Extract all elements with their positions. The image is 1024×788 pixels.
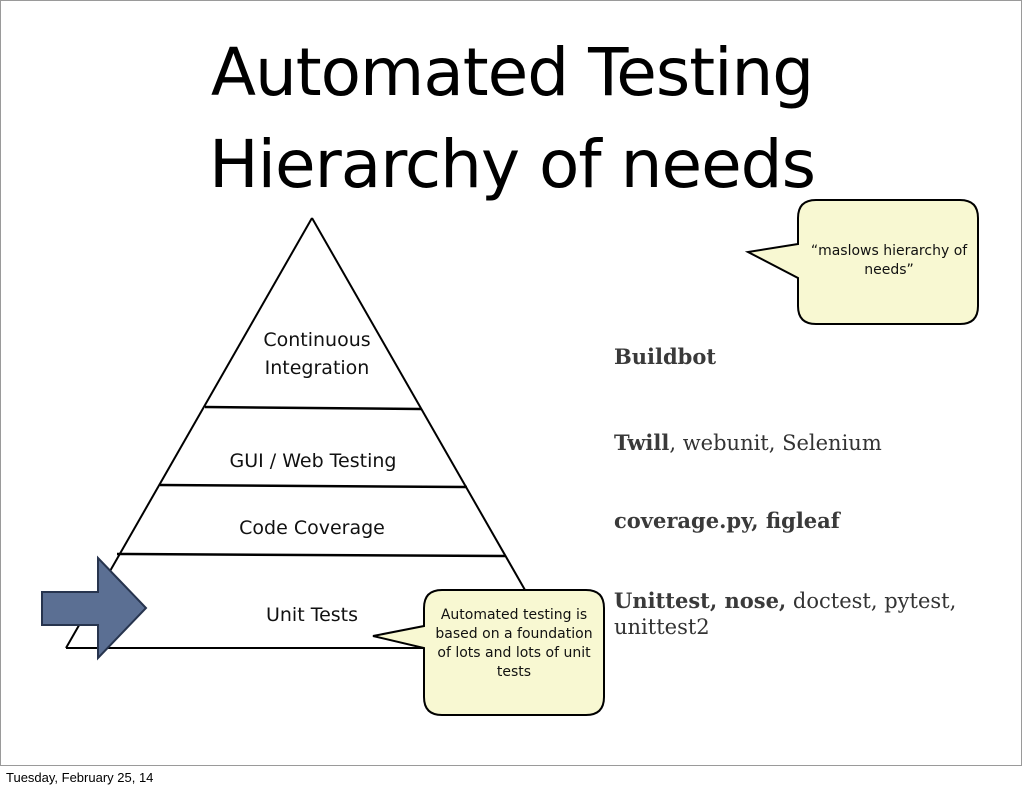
foundation-speech-bubble <box>372 589 605 716</box>
layer-label-gui: GUI / Web Testing <box>230 450 397 472</box>
pyramid-right-edge <box>311 217 526 591</box>
slide-title-line2: Hierarchy of needs <box>209 126 816 203</box>
layer-divider-1 <box>204 405 422 411</box>
tools-unit: Unittest, nose, doctest, pytest, unittes… <box>614 588 957 639</box>
slide-title-line1: Automated Testing <box>210 34 814 111</box>
layer-label-unit-tests: Unit Tests <box>266 604 358 626</box>
maslow-speech-bubble <box>744 199 979 325</box>
footer-date: Tuesday, February 25, 14 <box>6 770 154 785</box>
layer-label-ci-line1: Continuous <box>263 329 370 351</box>
right-arrow-icon <box>41 555 148 661</box>
maslow-callout-text: “maslows hierarchy of needs” <box>810 243 968 278</box>
tools-gui: Twill, webunit, Selenium <box>614 430 882 455</box>
foundation-callout-text: Automated testing is based on a foundati… <box>435 607 593 680</box>
layer-label-ci-line2: Integration <box>265 357 370 379</box>
tools-ci: Buildbot <box>614 344 717 369</box>
pyramid-diagram: Continuous Integration GUI / Web Testing… <box>41 199 979 716</box>
layer-divider-3 <box>116 552 506 558</box>
layer-divider-2 <box>159 483 468 489</box>
layer-label-coverage: Code Coverage <box>239 517 385 539</box>
tools-coverage: coverage.py, figleaf <box>614 508 840 533</box>
